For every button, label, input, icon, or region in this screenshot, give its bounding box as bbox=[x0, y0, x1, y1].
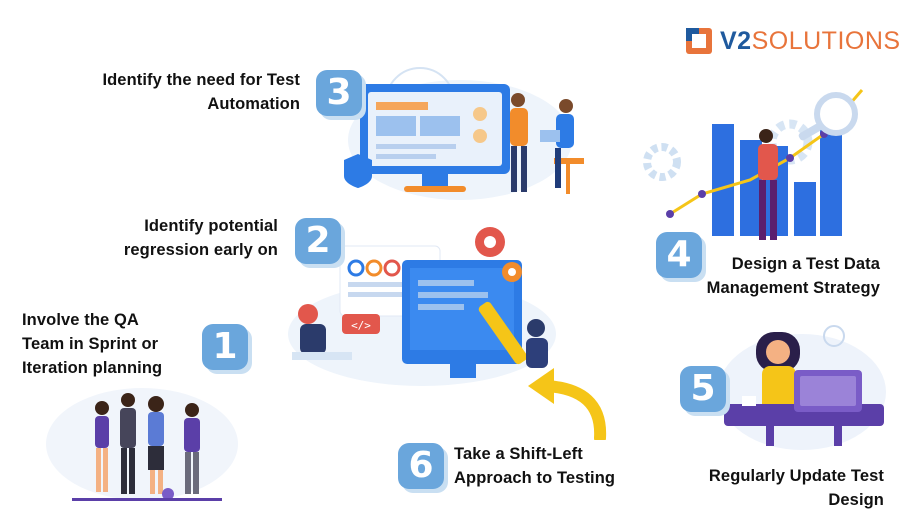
step-5-badge: 5 bbox=[680, 366, 726, 412]
step-3-label: Identify the need for Test Automation bbox=[102, 68, 300, 116]
step-5-label-line-1: Regularly Update Test bbox=[708, 467, 884, 485]
step-2-label-line-2: regression early on bbox=[123, 241, 278, 259]
step-1-label: Involve the QA Team in Sprint or Iterati… bbox=[22, 308, 162, 380]
step-3-badge: 3 bbox=[316, 70, 362, 116]
step-3-label-line-1: Identify the need for Test bbox=[102, 71, 300, 89]
step-4-label-line-2: Management Strategy bbox=[706, 279, 880, 297]
step-2-badge: 2 bbox=[295, 218, 341, 264]
step-3-label-line-2: Automation bbox=[207, 95, 300, 113]
step-1-label-line-3: Iteration planning bbox=[22, 359, 163, 377]
brand-name-bold: V2 bbox=[720, 27, 752, 55]
qa-team-illustration bbox=[42, 374, 242, 506]
curved-arrow-icon bbox=[520, 360, 620, 440]
step-5-label: Regularly Update Test Design bbox=[709, 464, 884, 512]
monitor-dashboard-illustration bbox=[340, 62, 600, 202]
step-6-label-line-2: Approach to Testing bbox=[454, 469, 616, 487]
step-6-badge: 6 bbox=[398, 443, 444, 489]
bar-chart-analysis-illustration bbox=[640, 84, 872, 254]
step-4-label: Design a Test Data Management Strategy bbox=[707, 252, 880, 300]
step-2-label: Identify potential regression early on bbox=[124, 214, 278, 262]
step-2-label-line-1: Identify potential bbox=[144, 217, 278, 235]
step-1-badge: 1 bbox=[202, 324, 248, 370]
step-1-label-line-1: Involve the QA bbox=[22, 311, 139, 329]
v2-logo-icon bbox=[682, 24, 716, 58]
step-4-label-line-1: Design a Test Data bbox=[731, 255, 880, 273]
step-6-label: Take a Shift-Left Approach to Testing bbox=[454, 442, 615, 490]
svg-text:</>: </> bbox=[351, 319, 371, 332]
regression-dashboard-illustration: </> bbox=[282, 224, 564, 392]
brand-name: V2SOLUTIONS bbox=[720, 26, 901, 56]
laptop-update-illustration bbox=[716, 312, 890, 452]
step-1-label-line-2: Team in Sprint or bbox=[22, 335, 159, 353]
step-6-label-line-1: Take a Shift-Left bbox=[454, 445, 583, 463]
step-5-label-line-2: Design bbox=[828, 491, 884, 509]
brand-name-rest: SOLUTIONS bbox=[751, 27, 901, 55]
step-4-badge: 4 bbox=[656, 232, 702, 278]
